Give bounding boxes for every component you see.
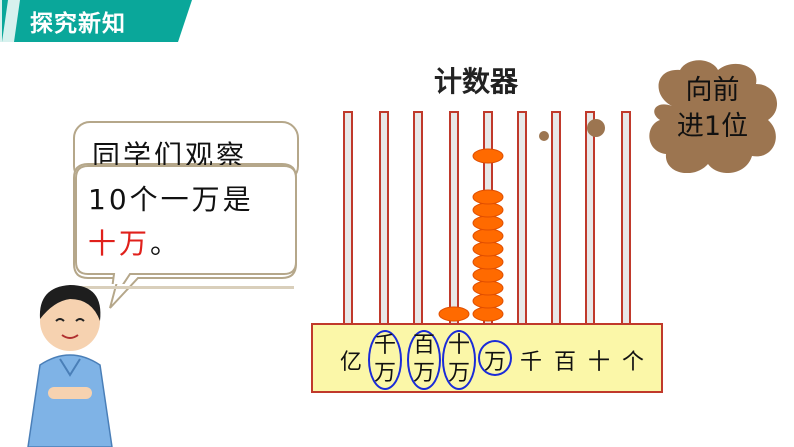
cloud-line2: 进1位 xyxy=(676,111,749,142)
abacus-bead xyxy=(472,148,504,164)
abacus-rod xyxy=(413,111,423,325)
ring-wan xyxy=(478,340,512,376)
abacus-bead xyxy=(472,306,504,322)
ring-qianwan xyxy=(368,330,402,390)
abacus-bead xyxy=(472,215,504,231)
abacus-bead xyxy=(472,241,504,257)
abacus-bead xyxy=(472,228,504,244)
abacus-bead xyxy=(472,202,504,218)
label-yi: 亿 xyxy=(339,350,362,375)
label-qian: 千 xyxy=(519,350,542,375)
abacus-rod xyxy=(379,111,389,325)
label-shiwan-top: 十 xyxy=(447,333,470,358)
bubble-line1: 10个一万是 xyxy=(88,183,254,216)
ring-shiwan xyxy=(442,330,476,390)
speech-bubble-front xyxy=(75,165,297,284)
carry-cloud: 向前 进1位 xyxy=(640,48,785,174)
bubble-line2: 十万。 xyxy=(88,222,181,262)
section-tag-shape xyxy=(0,0,192,42)
abacus-rod xyxy=(551,111,561,325)
motion-dot xyxy=(539,131,549,141)
section-tag-label: 探究新知 xyxy=(30,11,126,37)
ring-baiwan xyxy=(407,330,441,390)
abacus-bead xyxy=(438,306,470,322)
cloud-line1: 向前 xyxy=(685,75,740,106)
bubble-highlight: 十万 xyxy=(88,227,151,260)
abacus-rod xyxy=(449,111,459,325)
abacus-bead xyxy=(472,267,504,283)
label-baiwan-top: 百 xyxy=(412,333,435,358)
student-illustration xyxy=(27,285,113,447)
label-qianwan-bottom: 万 xyxy=(373,361,396,386)
abacus-bead xyxy=(472,189,504,205)
cloud-shape xyxy=(649,60,778,174)
label-qianwan-top: 千 xyxy=(373,333,396,358)
abacus-bead xyxy=(472,254,504,270)
abacus-rod xyxy=(517,111,527,325)
label-wan: 万 xyxy=(483,350,506,375)
abacus xyxy=(311,111,663,393)
abacus-bead xyxy=(472,293,504,309)
place-value-labels: 亿 千 万 百 万 十 万 万 千 百 十 个 xyxy=(318,326,658,392)
label-bai: 百 xyxy=(553,350,576,375)
label-shiwan-bottom: 万 xyxy=(447,361,470,386)
label-shi: 十 xyxy=(587,350,610,375)
abacus-rod xyxy=(585,111,595,325)
label-ge: 个 xyxy=(621,350,644,375)
label-baiwan-bottom: 万 xyxy=(412,361,435,386)
bubble-back-text: 同学们观察 xyxy=(92,139,248,166)
abacus-rod xyxy=(343,111,353,325)
abacus-title: 计数器 xyxy=(434,65,519,98)
abacus-bead xyxy=(472,280,504,296)
motion-dot xyxy=(587,119,605,137)
section-tag: 探究新知 xyxy=(0,0,192,42)
bubble-period: 。 xyxy=(150,227,182,260)
abacus-rod xyxy=(621,111,631,325)
